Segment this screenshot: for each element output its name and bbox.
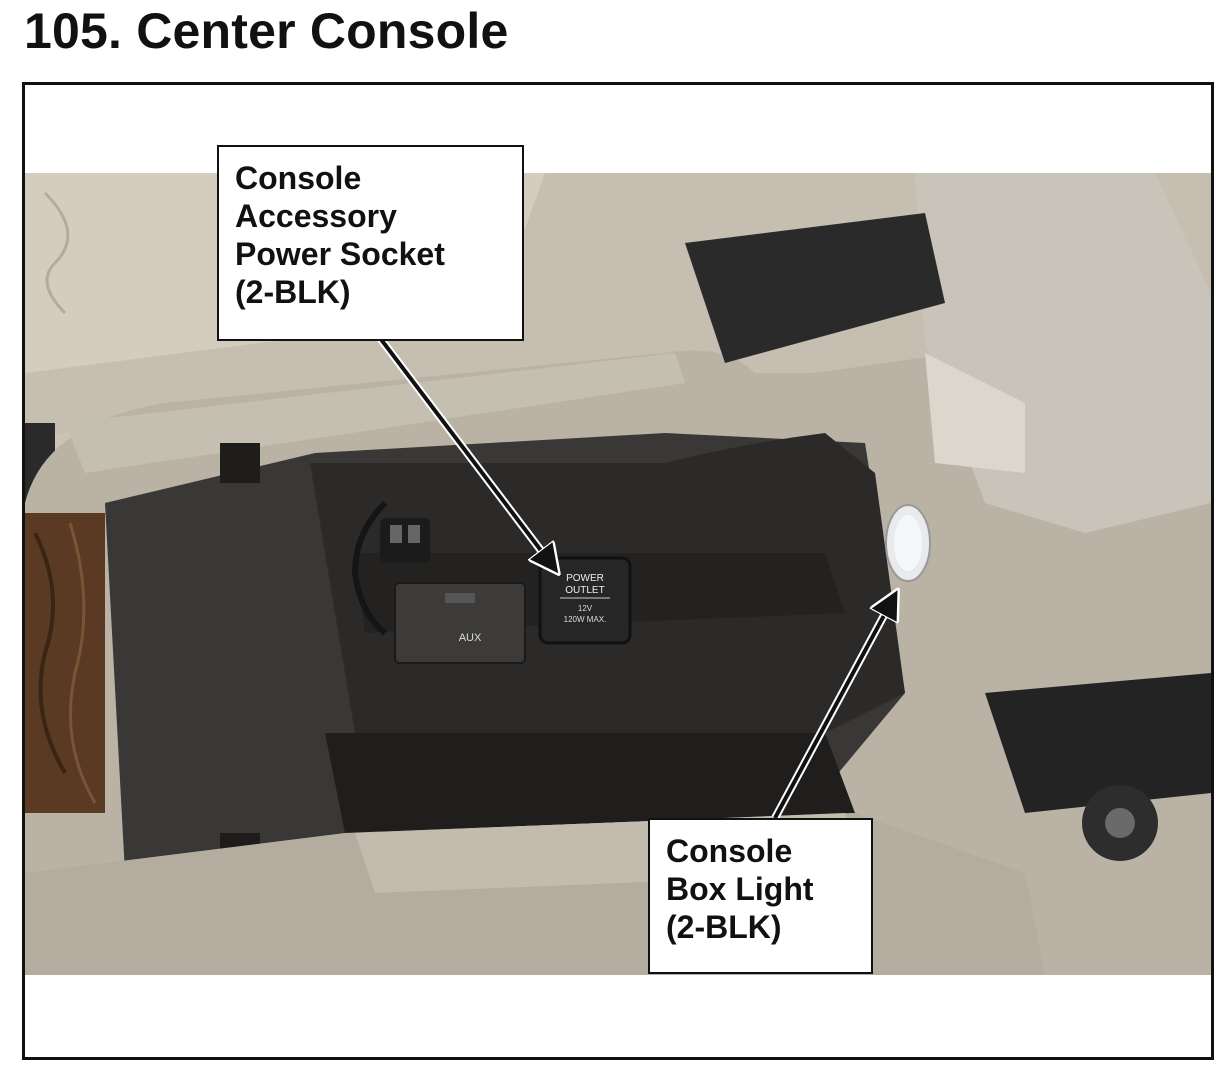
callout-socket-line2: Accessory [235,198,397,234]
callout-light-line2: Box Light [666,871,814,907]
console-photo: AUX POWER OUTLET 12V 120W MAX. [25,173,1211,975]
callout-socket-line3: Power Socket [235,236,445,272]
outlet-label-line2: OUTLET [565,585,604,596]
callout-power-socket: Console Accessory Power Socket (2-BLK) [217,145,524,341]
callout-socket-line1: Console [235,160,362,196]
callout-box-light: Console Box Light (2-BLK) [648,818,873,974]
outlet-label-line3: 12V [578,604,593,613]
figure-frame: AUX POWER OUTLET 12V 120W MAX. [22,82,1214,1060]
callout-socket-line4: (2-BLK) [235,274,351,310]
page-title: 105. Center Console [24,3,509,59]
console-photo-illustration: AUX POWER OUTLET 12V 120W MAX. [25,173,1211,975]
outlet-label-line4: 120W MAX. [564,615,607,624]
callout-light-line1: Console [666,833,793,869]
aux-label: AUX [459,632,482,644]
callout-light-line3: (2-BLK) [666,909,782,945]
outlet-label-line1: POWER [566,573,604,584]
